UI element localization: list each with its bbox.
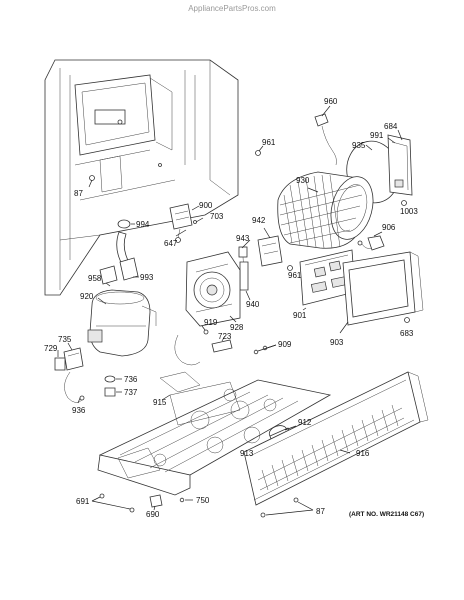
label-735: 735 [58,335,72,344]
label-936: 936 [72,406,86,415]
label-690: 690 [146,510,160,519]
part-928-fan-shroud [185,251,241,327]
part-683-illustration [404,317,410,323]
label-87-top: 87 [74,189,83,198]
part-936-wire [64,371,85,404]
part-961-top-illustration [255,145,264,156]
part-916-grille [243,371,429,506]
part-903-cover [339,251,424,334]
label-87-bottom: 87 [316,507,325,516]
label-930: 930 [296,176,310,185]
label-940: 940 [246,300,260,309]
part-900-647-illustration [169,203,204,243]
part-735-729-illustration [54,342,84,371]
label-736: 736 [124,375,138,384]
label-703: 703 [210,212,224,221]
part-991-684-illustration [387,129,413,196]
label-901: 901 [293,311,307,320]
part-87-bottom-screws [260,497,314,518]
label-916: 916 [356,449,370,458]
label-691: 691 [76,497,90,506]
part-labels: 960 684 991 935 961 87 930 900 703 1003 … [44,97,418,519]
part-920-compressor [87,289,157,357]
part-691-screws [91,493,135,513]
label-913: 913 [240,449,254,458]
label-729: 729 [44,344,58,353]
label-928: 928 [230,323,244,332]
label-906: 906 [382,223,396,232]
label-723: 723 [218,332,232,341]
label-912: 912 [298,418,312,427]
part-960-illustration [314,105,337,166]
part-930-condenser-coil [277,171,374,249]
label-920: 920 [80,292,94,301]
label-961-top: 961 [262,138,276,147]
label-935: 935 [352,141,366,150]
label-647: 647 [164,239,178,248]
cabinet-back-illustration [44,59,239,296]
label-684: 684 [384,122,398,131]
part-915-base-pan [97,371,332,496]
art-number: (ART NO. WR21148 C67) [349,511,424,518]
part-906-illustration [357,231,385,251]
label-991: 991 [370,131,384,140]
label-737: 737 [124,388,138,397]
part-750-illustration [179,497,193,503]
label-750: 750 [196,496,210,505]
label-900: 900 [199,201,213,210]
part-919-illustration [174,325,209,366]
part-736-737-illustration [104,375,122,397]
label-915: 915 [153,398,167,407]
label-942: 942 [252,216,266,225]
screw-87-top [88,175,95,188]
label-993: 993 [140,273,154,282]
label-958: 958 [88,274,102,283]
label-961-mid: 961 [288,271,302,280]
label-1003: 1003 [400,207,418,216]
label-919: 919 [204,318,218,327]
label-683: 683 [400,329,414,338]
label-994: 994 [136,220,150,229]
label-909: 909 [278,340,292,349]
part-690-illustration [149,494,163,511]
part-723-909-illustration [211,335,277,355]
label-903: 903 [330,338,344,347]
part-901-control-board [299,249,356,311]
label-960: 960 [324,97,338,106]
part-1003-illustration [401,200,407,206]
part-942-943-940-illustration [238,227,293,301]
label-943: 943 [236,234,250,243]
watermark: AppliancePartsPros.com [188,4,276,13]
part-994-993-958-illustration [99,219,139,287]
